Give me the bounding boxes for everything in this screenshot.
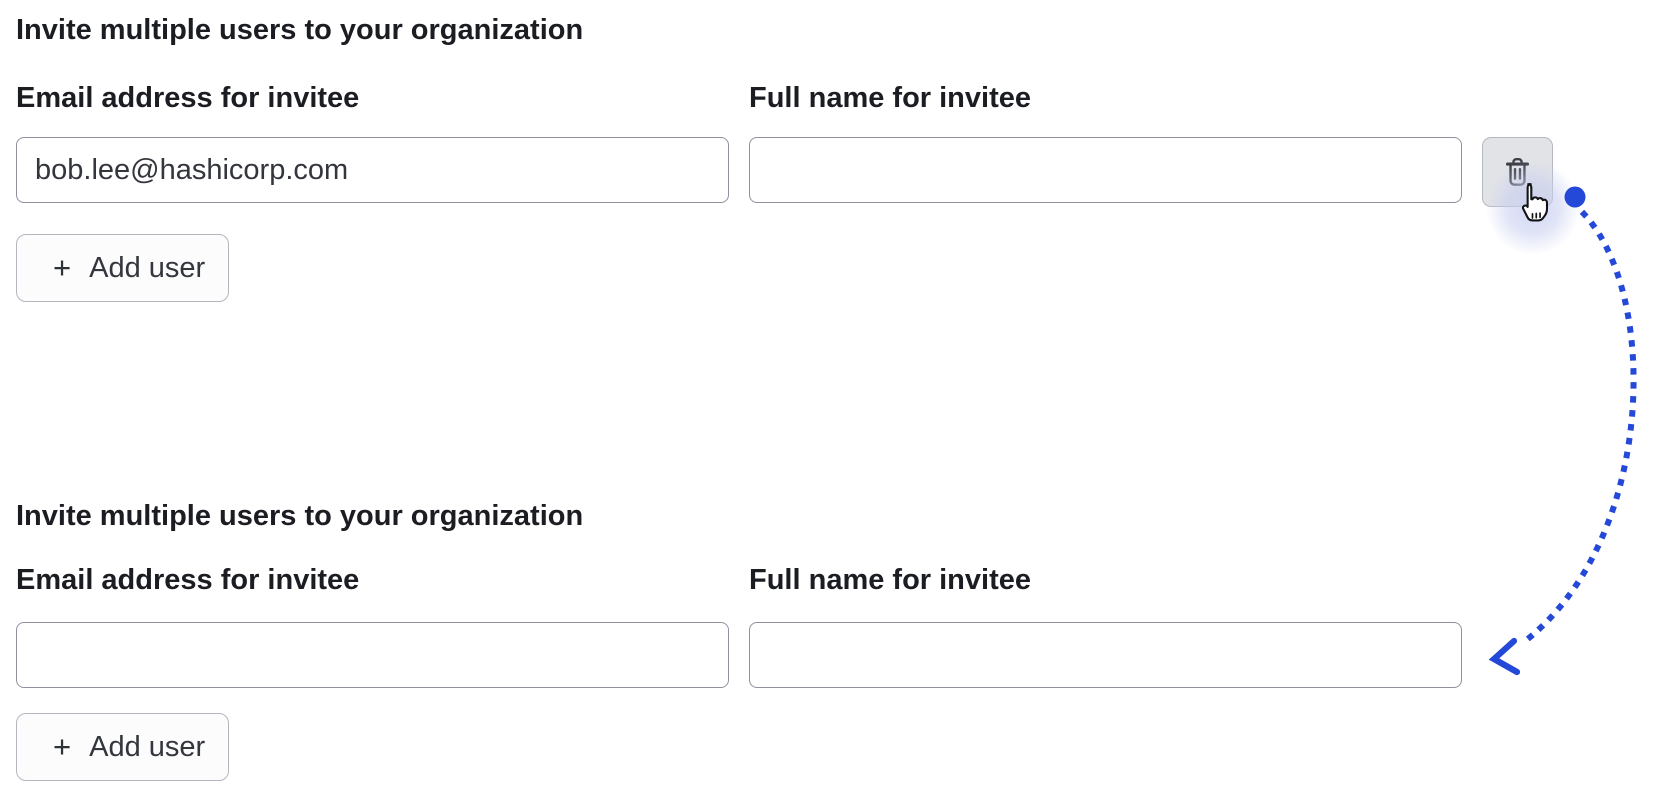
full-name-input[interactable] <box>749 137 1462 203</box>
full-name-input[interactable] <box>749 622 1462 688</box>
full-name-label: Full name for invitee <box>749 82 1031 114</box>
add-user-label: Add user <box>89 730 206 763</box>
trash-icon <box>1505 157 1530 186</box>
full-name-field-group: Full name for invitee <box>749 562 1462 688</box>
email-field-group: Email address for invitee <box>16 562 729 688</box>
add-user-button[interactable]: + Add user <box>16 234 229 302</box>
invite-form-before: Invite multiple users to your organizati… <box>0 12 1672 302</box>
email-label: Email address for invitee <box>16 564 360 596</box>
email-input[interactable] <box>16 622 729 688</box>
invite-form-after: Invite multiple users to your organizati… <box>0 498 1672 781</box>
delete-row-button[interactable] <box>1482 137 1553 207</box>
email-label: Email address for invitee <box>16 82 360 114</box>
invitee-row: Email address for invitee Full name for … <box>16 562 1672 688</box>
email-field-group: Email address for invitee <box>16 80 729 203</box>
plus-icon: + <box>53 728 72 764</box>
full-name-label: Full name for invitee <box>749 564 1031 596</box>
email-input[interactable] <box>16 137 729 203</box>
form-heading: Invite multiple users to your organizati… <box>16 500 584 532</box>
form-heading: Invite multiple users to your organizati… <box>16 14 584 46</box>
plus-icon: + <box>53 249 72 285</box>
full-name-field-group: Full name for invitee <box>749 80 1462 203</box>
add-user-button[interactable]: + Add user <box>16 713 229 781</box>
invitee-row: Email address for invitee Full name for … <box>16 80 1672 207</box>
add-user-label: Add user <box>89 251 206 284</box>
